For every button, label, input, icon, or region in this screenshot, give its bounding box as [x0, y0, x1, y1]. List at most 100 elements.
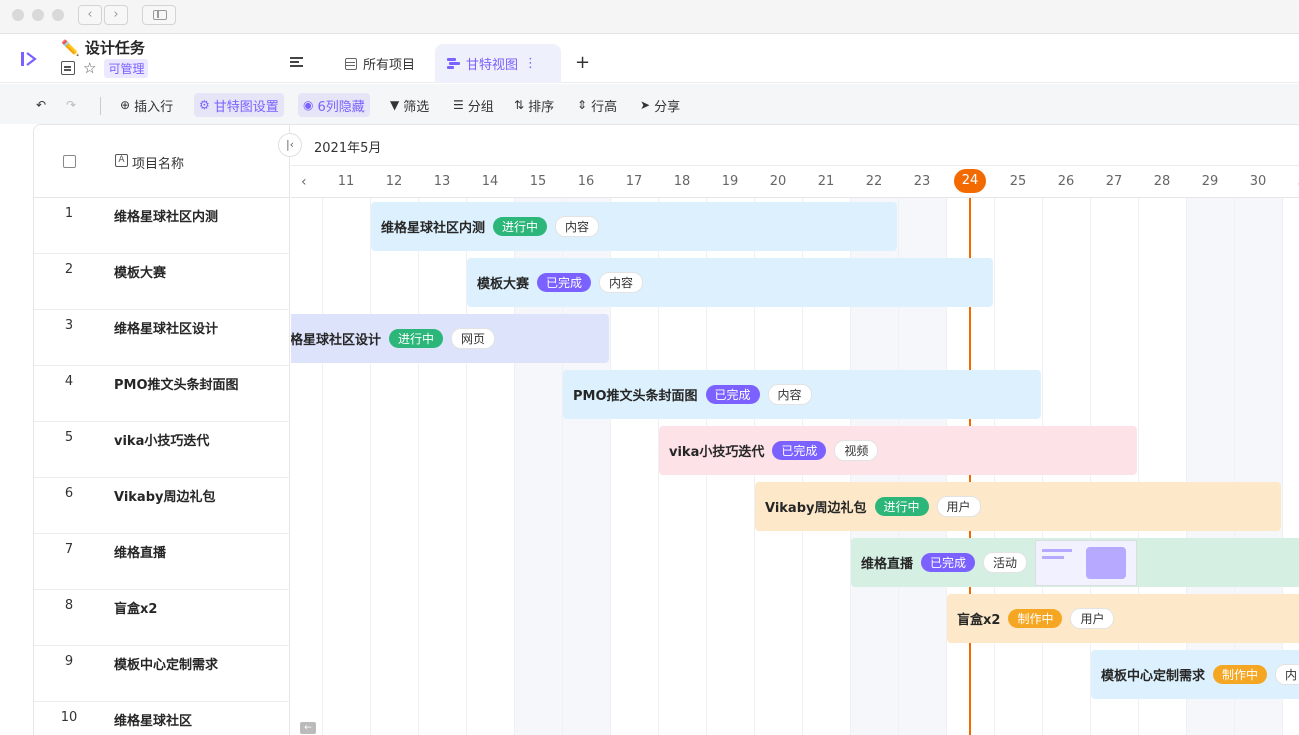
- window-close-button[interactable]: [12, 9, 24, 21]
- grid-view-icon: [345, 57, 357, 70]
- table-row[interactable]: 2 模板大赛: [34, 254, 290, 310]
- category-tag: 视频: [834, 440, 879, 461]
- gantt-task-bar[interactable]: PMO推文头条封面图已完成内容: [563, 370, 1041, 419]
- row-project-name[interactable]: PMO推文头条封面图: [114, 378, 239, 393]
- scroll-left-icon[interactable]: ‹: [301, 174, 307, 190]
- star-icon[interactable]: ☆: [83, 59, 97, 77]
- row-project-name[interactable]: Vikaby周边礼包: [114, 490, 216, 505]
- forward-button[interactable]: ›: [104, 5, 128, 25]
- datasheet-title[interactable]: ✏️ 设计任务: [61, 39, 145, 57]
- status-badge: 已完成: [705, 385, 760, 404]
- permission-badge: 可管理: [104, 58, 149, 78]
- add-view-button[interactable]: +: [575, 52, 591, 73]
- description-icon[interactable]: [61, 61, 75, 75]
- toolbar-divider: [100, 97, 101, 115]
- status-badge: 进行中: [874, 497, 929, 516]
- row-number: 3: [64, 318, 74, 333]
- collapse-grid-button[interactable]: |‹: [278, 133, 302, 157]
- gantt-settings-button[interactable]: ⚙甘特图设置: [194, 93, 284, 117]
- undo-button[interactable]: ↶: [31, 93, 51, 117]
- row-number: 6: [64, 486, 74, 501]
- task-bar-name: 盲盒x2: [957, 613, 1001, 628]
- redo-icon: ↷: [66, 98, 77, 112]
- window-minimize-button[interactable]: [32, 9, 44, 21]
- status-badge: 已完成: [921, 553, 976, 572]
- column-header-name[interactable]: 项目名称: [132, 157, 185, 172]
- day-gridline: [322, 198, 323, 735]
- view-toolbar: ↶ ↷ ⊕插入行 ⚙甘特图设置 ◉6列隐藏 ▼筛选 ☰分组 ⇅排序 ⇕行高 ➤分…: [0, 84, 1299, 124]
- sidebar-icon: [153, 10, 167, 20]
- table-row[interactable]: 5 vika小技巧迭代: [34, 422, 290, 478]
- gantt-task-bar[interactable]: 模板中心定制需求制作中内: [1091, 650, 1299, 699]
- gantt-task-bar[interactable]: vika小技巧迭代已完成视频: [659, 426, 1137, 475]
- view-list-icon[interactable]: [290, 57, 303, 67]
- row-project-name[interactable]: 维格星球社区内测: [114, 210, 219, 225]
- day-label: 18: [673, 174, 691, 189]
- row-project-name[interactable]: 维格星球社区设计: [114, 322, 219, 337]
- day-label: 27: [1105, 174, 1123, 189]
- table-row[interactable]: 3 维格星球社区设计: [34, 310, 290, 366]
- filter-button[interactable]: ▼筛选: [385, 93, 434, 117]
- row-number: 2: [64, 262, 74, 277]
- share-button[interactable]: ➤分享: [635, 93, 685, 117]
- table-row[interactable]: 7 维格直播: [34, 534, 290, 590]
- gantt-task-bar[interactable]: 维格直播已完成活动: [851, 538, 1299, 587]
- sort-icon: ⇅: [514, 98, 525, 112]
- redo-button[interactable]: ↷: [61, 93, 81, 117]
- day-label: 16: [577, 174, 595, 189]
- filter-icon: ▼: [390, 98, 400, 112]
- row-project-name[interactable]: 模板中心定制需求: [114, 658, 219, 673]
- row-project-name[interactable]: 维格星球社区: [114, 714, 193, 729]
- row-height-icon: ⇕: [577, 98, 588, 112]
- sort-button[interactable]: ⇅排序: [509, 93, 559, 117]
- expand-sidebar-icon[interactable]: [18, 48, 40, 70]
- tab-all-projects[interactable]: 所有项目: [333, 44, 427, 83]
- day-label: 26: [1057, 174, 1075, 189]
- day-gridline: [370, 198, 371, 735]
- day-label: 23: [913, 174, 931, 189]
- status-badge: 进行中: [389, 329, 444, 348]
- row-number: 7: [64, 542, 74, 557]
- row-project-name[interactable]: 维格直播: [114, 546, 167, 561]
- select-all-checkbox[interactable]: [63, 155, 76, 168]
- gantt-task-bar[interactable]: 模板大赛已完成内容: [467, 258, 993, 307]
- day-label: 22: [865, 174, 883, 189]
- eye-icon: ◉: [303, 98, 314, 112]
- day-label: 20: [769, 174, 787, 189]
- gantt-task-bar[interactable]: 维格星球社区内测进行中内容: [371, 202, 897, 251]
- day-gridline: [562, 198, 563, 735]
- day-label: 25: [1009, 174, 1027, 189]
- day-label: 29: [1201, 174, 1219, 189]
- more-icon[interactable]: ⋮: [524, 56, 538, 71]
- text-field-icon: A: [115, 154, 128, 167]
- table-row[interactable]: 6 Vikaby周边礼包: [34, 478, 290, 534]
- attachment-thumbnail[interactable]: [1035, 539, 1138, 586]
- row-height-button[interactable]: ⇕行高: [572, 93, 622, 117]
- row-number: 5: [64, 430, 74, 445]
- gantt-task-bar[interactable]: Vikaby周边礼包进行中用户: [755, 482, 1281, 531]
- scroll-to-start-button[interactable]: ←: [300, 722, 316, 734]
- row-project-name[interactable]: 模板大赛: [114, 266, 167, 281]
- gantt-task-bar[interactable]: 维格星球社区设计进行中网页: [291, 314, 609, 363]
- row-project-name[interactable]: vika小技巧迭代: [114, 434, 210, 449]
- insert-row-label: 插入行: [134, 99, 174, 115]
- insert-row-button[interactable]: ⊕插入行: [115, 93, 178, 117]
- tab-gantt-view[interactable]: 甘特视图 ⋮: [435, 44, 561, 83]
- day-gridline: [466, 198, 467, 735]
- window-zoom-button[interactable]: [52, 9, 64, 21]
- sidebar-toggle-button[interactable]: [142, 5, 176, 25]
- group-button[interactable]: ☰分组: [448, 93, 499, 117]
- back-button[interactable]: ‹: [78, 5, 102, 25]
- day-label: 30: [1249, 174, 1267, 189]
- row-number: 9: [64, 654, 74, 669]
- row-project-name[interactable]: 盲盒x2: [114, 602, 158, 617]
- day-label: 14: [481, 174, 499, 189]
- table-row[interactable]: 9 模板中心定制需求: [34, 646, 290, 702]
- task-bar-name: 模板中心定制需求: [1101, 669, 1206, 684]
- hidden-columns-button[interactable]: ◉6列隐藏: [298, 93, 370, 117]
